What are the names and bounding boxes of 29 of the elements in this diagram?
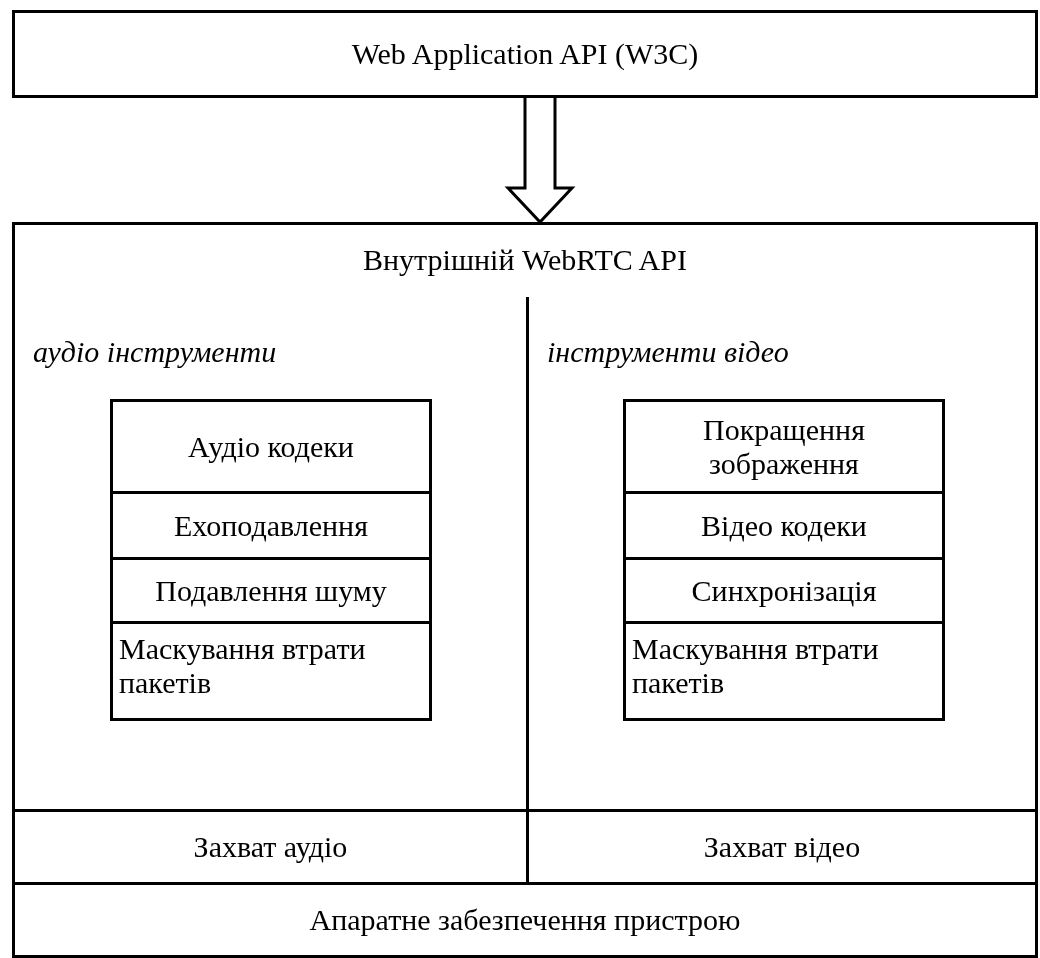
layer-box [110,399,432,494]
layer-label: Апаратне забезпечення пристрою [308,903,742,937]
layer-label: Захват відео [702,830,862,864]
layer-label: Захват аудіо [192,830,349,864]
layer-box [15,809,529,882]
layer-box [12,885,1038,958]
hollow-arrow [504,96,576,225]
tool-group-panel [15,297,529,809]
layer-box [623,621,945,721]
layer-label: Маскування втрати пакетів [632,632,880,700]
layer-label: Аудіо кодеки [187,429,355,464]
layer-label: Синхронізація [690,573,878,608]
layer-box [623,491,945,560]
layer-box [623,557,945,624]
layer-label: Маскування втрати пакетів [119,632,367,700]
layer-box [623,399,945,494]
api-layer-panel [12,222,1038,885]
group-heading: інструменти відео [547,335,789,369]
layer-box [110,557,432,624]
layer-label: Ехоподавлення [173,508,369,543]
layer-box [12,10,1038,98]
layer-label: Внутрішній WebRTC API [362,243,688,277]
layer-label: Web Application API (W3C) [350,37,700,71]
layer-label: Покращення зображення [702,412,866,481]
layer-label: Відео кодеки [700,508,868,543]
layer-box [110,491,432,560]
group-heading: аудіо інструменти [33,335,277,369]
layer-box [110,621,432,721]
layer-label: Подавлення шуму [154,573,388,608]
